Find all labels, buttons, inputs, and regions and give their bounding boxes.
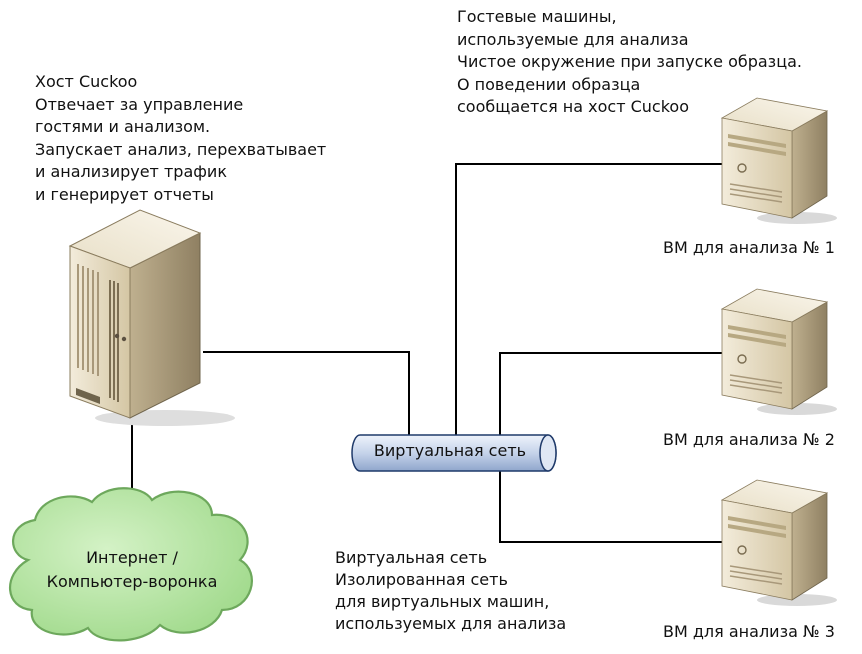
host-description: Хост Cuckoo Отвечает за управление гостя… <box>35 71 326 206</box>
connection-lines <box>131 163 722 543</box>
network-desc-line: используемых для анализа <box>335 614 567 633</box>
vm-label-1: ВМ для анализа № 1 <box>663 238 835 257</box>
guest-desc-line: используемые для анализа <box>457 29 689 49</box>
guest-desc-line: О поведении образца <box>457 74 641 94</box>
cloud-label-line: Интернет / <box>86 548 178 567</box>
internet-cloud-icon <box>9 487 253 642</box>
vm-label-3: ВМ для анализа № 3 <box>663 622 835 641</box>
virtual-network-pipe-icon <box>351 434 557 472</box>
guest-desc-line: сообщается на хост Cuckoo <box>457 97 689 116</box>
link-network-vm1 <box>455 163 722 435</box>
guest-machines-description: Гостевые машины, используемые для анализ… <box>457 6 802 119</box>
network-desc-line: Изолированная сеть <box>335 570 508 589</box>
host-desc-line: Запускает анализ, перехватывает <box>35 139 327 159</box>
vm-server-icon-3 <box>721 479 838 607</box>
link-host-network <box>203 351 410 435</box>
host-desc-line: Отвечает за управление <box>35 94 244 114</box>
host-desc-line: Хост Cuckoo <box>35 72 138 91</box>
host-desc-line: и генерирует отчеты <box>35 184 214 204</box>
network-desc-line: Виртуальная сеть <box>335 548 488 567</box>
link-network-vm2 <box>499 352 722 470</box>
cloud-label: Интернет / Компьютер-воронка <box>12 546 252 594</box>
host-desc-line: и анализирует трафик <box>35 162 227 181</box>
guest-desc-line: Гостевые машины, <box>457 7 617 26</box>
network-pipe-label: Виртуальная сеть <box>373 441 527 460</box>
vm-server-icon-2 <box>721 288 838 416</box>
host-desc-line: гостями и анализом. <box>35 117 211 136</box>
guest-desc-line: Чистое окружение при запуске образца. <box>457 52 802 71</box>
vm-label-2: ВМ для анализа № 2 <box>663 430 835 449</box>
network-desc-line: для виртуальных машин, <box>335 592 550 611</box>
host-server-icon <box>68 209 235 426</box>
cloud-label-line: Компьютер-воронка <box>46 572 218 591</box>
network-description: Виртуальная сеть Изолированная сеть для … <box>335 547 566 635</box>
link-network-vm3 <box>499 470 722 543</box>
